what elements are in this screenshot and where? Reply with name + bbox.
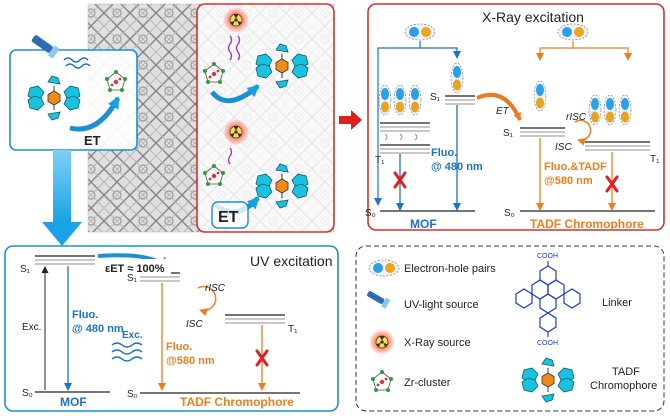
xray-mof-s1-label: S₁ [430,92,441,103]
xray-et-label: ET [496,106,510,117]
uv-risc-label: rISC [205,283,226,294]
xray-mof-arrow-s1 [420,47,461,59]
xray-tadf-fluo-line2: @580 nm [544,175,593,187]
et-label-box [211,201,249,229]
xray-source-icon-bottom [222,118,250,146]
xray-tadf-exciton-1 [588,94,602,126]
uv-fluo-mof-line1: Fluo. [72,309,98,321]
uv-efficiency-box [103,259,171,276]
et-arrow-left [69,96,121,132]
down-arrow [42,150,82,246]
legend-tadf-line1: TADF [612,366,640,378]
uv-excitation-panel: UV excitation S₁ S₀ Exc. Fluo. @ 480 nm … [4,245,339,412]
uv-tadf-s0-label: S₀ [127,389,138,400]
uv-risc-isc-loop [197,285,217,316]
legend-panel: Electron-hole pairs UV-light source X-Ra… [355,245,665,412]
xray-risc-isc-loop [574,119,592,146]
xray-tadf-s0-label: S₀ [504,208,515,219]
legend-cooh-bottom: COOH [537,340,558,347]
xray-tadf-arrow-right [573,47,632,61]
et-arrow-xray-top [210,84,260,104]
legend-zr-cluster: Zr-cluster [404,377,451,389]
uv-isc-label: ISC [186,319,203,330]
xray-mof-s0-label: S₀ [365,208,376,219]
xray-et-arrow [476,92,522,121]
uv-wave-2 [65,63,91,69]
uv-levels [35,255,300,394]
uv-title: UV excitation [250,253,332,269]
xray-mof-fluo-line2: @ 480 nm [431,161,483,173]
xray-mof-s1-exciton [450,62,464,94]
xray-wave-3 [227,147,233,165]
xray-tadf-levels [520,127,655,212]
uv-fluo-tadf-line1: Fluo. [166,341,192,353]
uv-wave-b [111,349,143,355]
legend-electron-hole: Electron-hole pairs [404,263,496,275]
uv-wave-a [111,342,143,348]
xray-tadf-fluo-line1: Fluo.&TADF [544,161,607,173]
xray-mof-exciton-3 [408,84,422,116]
xray-title: X-Ray excitation [482,9,584,25]
legend-linker: Linker [602,297,632,309]
uv-tadf-label: TADF Chromophore [180,395,294,409]
legend-tadf-line2: Chromophore [590,380,657,392]
uv-fluo-mof-line2: @ 480 nm [72,323,124,335]
xray-excitation-panel: X-Ray excitation [365,3,665,231]
et-label-large: ET [218,209,239,226]
xray-source-icon-top [222,6,250,34]
legend-uv-light-icon [367,291,391,309]
xray-wave-2 [235,35,241,61]
uv-exc-label-right: Exc. [122,330,143,341]
legend-xray-icon [368,328,396,356]
legend-uv-source: UV-light source [404,299,479,311]
uv-efficiency-label: εET ≈ 100% [105,263,165,275]
xray-mof-fluo-line1: Fluo. [431,147,457,159]
uv-tadf-s1-label: S₁ [127,273,138,284]
uv-fluo-tadf-line2: @580 nm [166,355,215,367]
xray-tadf-t1-label: T₁ [650,154,660,165]
uv-light-source-icon [31,35,60,59]
xray-tadf-arrow-left [536,41,574,61]
xray-mof-levels [380,95,475,212]
legend-xray-source: X-Ray source [404,337,471,349]
legend-eh-pair-icon [368,259,400,277]
uv-tadf-t1-label: T₁ [288,324,298,335]
xray-mof-arrow-down [374,41,421,206]
xray-isc-label: ISC [555,142,572,153]
legend-cooh-top: COOH [537,253,558,260]
legend-linker-structure: COOH COOH [515,253,581,347]
xray-risc-label: rISC [566,112,587,123]
uv-wave-1 [63,57,89,63]
xray-eh-pair-left [404,23,436,41]
xray-mof-label: MOF [410,217,437,231]
xray-mof-relax [384,133,418,141]
uv-s0-label: S₀ [22,388,33,399]
xray-wave-1 [227,35,233,61]
uv-mof-label: MOF [60,395,87,409]
xray-tadf-label: TADF Chromophore [530,217,644,231]
red-right-arrow [339,110,362,130]
xray-eh-pair-right [557,23,589,41]
uv-exc-label-left: Exc. [22,322,41,333]
xray-mof-exciton-2 [393,84,407,116]
xray-mof-exciton-1 [378,84,392,116]
et-label-left: ET [84,133,101,148]
uv-wave-c [111,356,143,362]
xray-tadf-s1-label: S₁ [503,128,514,139]
xray-tadf-s1-exciton [533,80,547,112]
xray-mof-t1-label: T₁ [375,155,385,166]
xray-tadf-exciton-2 [603,94,617,126]
xray-tadf-exciton-3 [618,94,632,126]
uv-s1-label: S₁ [20,264,31,275]
